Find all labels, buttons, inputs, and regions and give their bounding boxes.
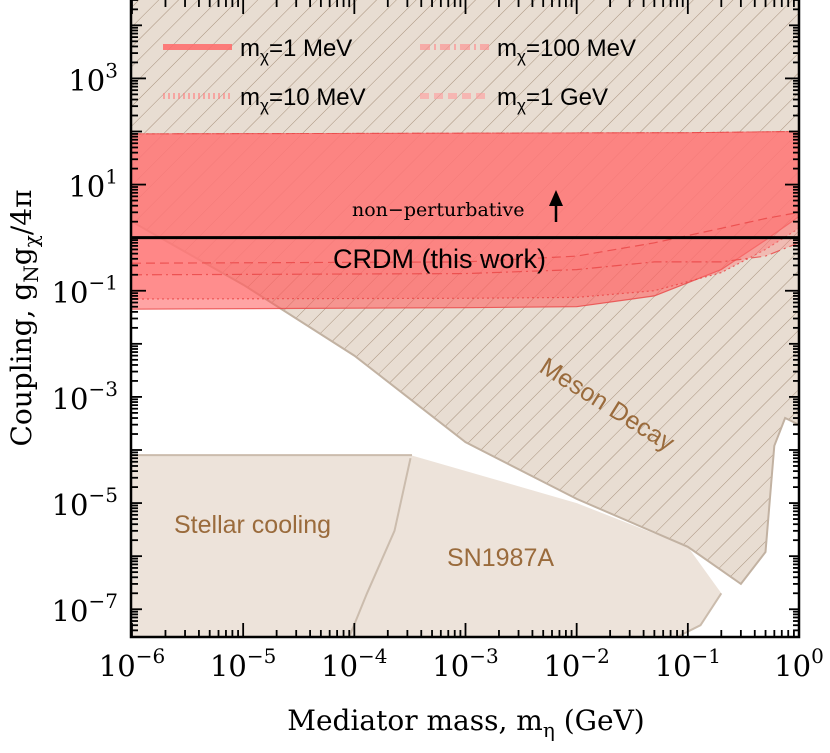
- legend-label-100mev: mχ=100 MeV: [497, 35, 636, 66]
- y-tick-label: 10−5: [52, 483, 118, 522]
- crdm-label: CRDM (this work): [333, 244, 546, 274]
- x-tick-label: 10−5: [210, 644, 276, 683]
- stellar-cooling-label: Stellar cooling: [174, 511, 331, 539]
- crdm-band-lower-edge-1: [132, 227, 799, 300]
- x-tick-label: 10−6: [99, 644, 165, 683]
- x-tick-label: 10−2: [543, 644, 609, 683]
- x-tick-label: 10−1: [655, 644, 721, 683]
- legend: mχ=1 MeV mχ=100 MeV mχ=10 MeV mχ=1 GeV: [163, 35, 636, 115]
- crdm-series-layer: [132, 131, 799, 310]
- legend-label-10mev: mχ=10 MeV: [240, 84, 366, 115]
- x-tick-label: 10−3: [432, 644, 498, 683]
- crdm-band-0: [132, 131, 799, 310]
- y-axis-label: Coupling, gNgχ/4π: [5, 189, 43, 446]
- legend-label-1gev: mχ=1 GeV: [497, 84, 608, 115]
- y-tick-label: 101: [68, 165, 118, 204]
- y-tick-label: 10−3: [52, 377, 118, 416]
- crdm-band-lower-edge-2: [132, 242, 799, 276]
- nonperturbative-label: non−perturbative: [352, 199, 524, 221]
- crdm-band-1: [132, 131, 799, 299]
- sn1987a-region: [410, 455, 722, 637]
- legend-entry-1gev: mχ=1 GeV: [420, 84, 608, 115]
- sn1987a-label: SN1987A: [447, 544, 554, 572]
- crdm-band-lower-edge-0: [132, 216, 799, 310]
- y-tick-label: 10−7: [52, 589, 118, 628]
- legend-entry-100mev: mχ=100 MeV: [420, 35, 636, 66]
- y-tick-labels: 10−7 10−5 10−3 10−1 101 103: [52, 58, 118, 628]
- y-tick-label: 10−1: [52, 271, 118, 310]
- crdm-band-3: [132, 131, 799, 264]
- legend-label-1mev: mχ=1 MeV: [240, 35, 352, 66]
- sn1987a-edge: [410, 592, 723, 637]
- x-tick-labels: 10−6 10−5 10−4 10−3 10−2 10−1 100: [99, 644, 824, 683]
- axis-ticks: [131, 0, 800, 638]
- nonperturbative-arrow-icon: [549, 190, 563, 222]
- x-tick-label: 100: [774, 644, 824, 683]
- stellar-cooling-region: [132, 455, 412, 637]
- meson-decay-edge: [132, 220, 799, 586]
- legend-entry-1mev: mχ=1 MeV: [163, 35, 352, 66]
- sn1987a-boundary-curve: [348, 457, 412, 637]
- x-axis-label: Mediator mass, mη (GeV): [287, 704, 644, 742]
- crdm-band-lower-edge-3: [132, 211, 799, 264]
- x-tick-label: 10−4: [321, 644, 387, 683]
- y-tick-label: 103: [68, 58, 118, 97]
- legend-entry-10mev: mχ=10 MeV: [163, 84, 366, 115]
- crdm-band-upper-edge-3: [132, 131, 799, 135]
